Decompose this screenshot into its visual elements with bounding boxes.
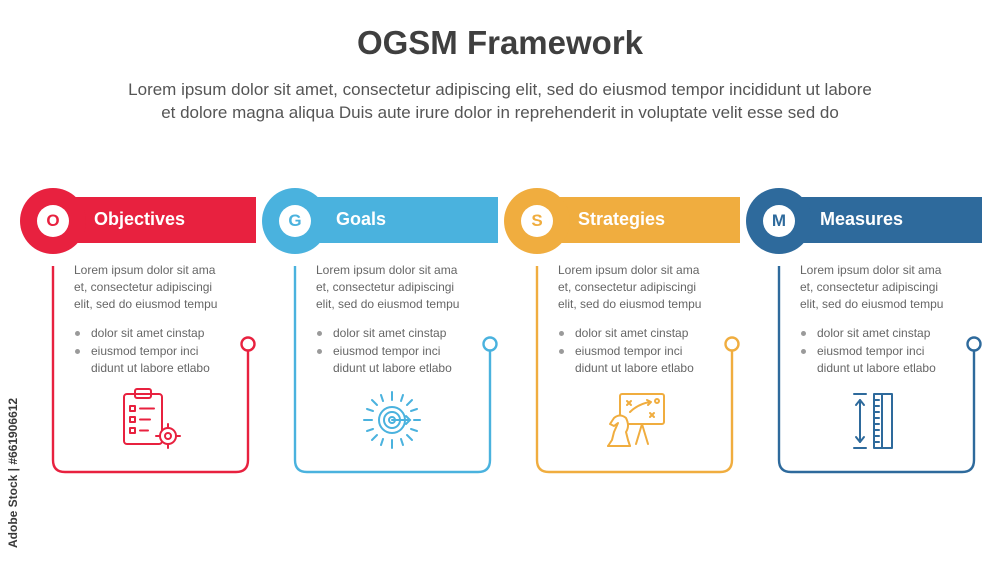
desc-line: et, consectetur adipiscingi [316, 280, 455, 294]
desc-line: et, consectetur adipiscingi [74, 280, 213, 294]
chess-strategy-board-icon [600, 386, 670, 452]
card-objectives: O Objectives Lorem ipsum dolor sit ama e… [20, 186, 256, 476]
card-measures: M Measures Lorem ipsum dolor sit ama et,… [746, 186, 982, 476]
card-outline [293, 266, 498, 474]
bullet-item: dolor sit amet cinstap [800, 325, 980, 342]
card-bullets: dolor sit amet cinstap eiusmod tempor in… [558, 325, 738, 378]
bullseye-target-icon [358, 386, 428, 452]
stock-watermark: Adobe Stock | #661906612 [6, 397, 20, 548]
card-letter: G [279, 205, 311, 237]
card-strategies: S Strategies Lorem ipsum dolor sit ama e… [504, 186, 740, 476]
card-letter-circle: S [504, 188, 570, 254]
desc-line: et, consectetur adipiscingi [558, 280, 697, 294]
card-bullets: dolor sit amet cinstap eiusmod tempor in… [74, 325, 254, 378]
ruler-measure-icon [842, 386, 912, 452]
card-bullets: dolor sit amet cinstap eiusmod tempor in… [316, 325, 496, 378]
desc-line: Lorem ipsum dolor sit ama [558, 263, 700, 277]
card-title: Strategies [578, 209, 666, 229]
card-letter: M [763, 205, 795, 237]
desc-line: elit, sed do eiusmod tempu [74, 297, 218, 311]
desc-line: Lorem ipsum dolor sit ama [800, 263, 942, 277]
card-description: Lorem ipsum dolor sit ama et, consectetu… [74, 262, 244, 313]
desc-line: elit, sed do eiusmod tempu [800, 297, 944, 311]
bullet-item: dolor sit amet cinstap [74, 325, 254, 342]
card-outline [535, 266, 740, 474]
page-subtitle: Lorem ipsum dolor sit amet, consectetur … [40, 78, 960, 124]
subtitle-line-2: et dolore magna aliqua Duis aute irure d… [161, 103, 839, 122]
desc-line: elit, sed do eiusmod tempu [558, 297, 702, 311]
card-title: Objectives [94, 209, 186, 229]
card-title: Goals [336, 209, 387, 229]
desc-line: et, consectetur adipiscingi [800, 280, 939, 294]
card-letter: O [37, 205, 69, 237]
bullet-item: dolor sit amet cinstap [316, 325, 496, 342]
desc-line: Lorem ipsum dolor sit ama [316, 263, 458, 277]
desc-line: elit, sed do eiusmod tempu [316, 297, 460, 311]
card-letter-circle: O [20, 188, 86, 254]
card-letter: S [521, 205, 553, 237]
card-title: Measures [820, 209, 904, 229]
card-bullets: dolor sit amet cinstap eiusmod tempor in… [800, 325, 980, 378]
bullet-item: dolor sit amet cinstap [558, 325, 738, 342]
card-letter-circle: M [746, 188, 812, 254]
clipboard-target-icon [116, 386, 186, 452]
page-title: OGSM Framework [356, 24, 644, 61]
desc-line: Lorem ipsum dolor sit ama [74, 263, 216, 277]
card-description: Lorem ipsum dolor sit ama et, consectetu… [316, 262, 486, 313]
subtitle-line-1: Lorem ipsum dolor sit amet, consectetur … [128, 80, 872, 99]
card-description: Lorem ipsum dolor sit ama et, consectetu… [558, 262, 728, 313]
card-letter-circle: G [262, 188, 328, 254]
card-outline [777, 266, 982, 474]
card-outline [51, 266, 256, 474]
card-goals: G Goals Lorem ipsum dolor sit ama et, co… [262, 186, 498, 476]
card-description: Lorem ipsum dolor sit ama et, consectetu… [800, 262, 970, 313]
